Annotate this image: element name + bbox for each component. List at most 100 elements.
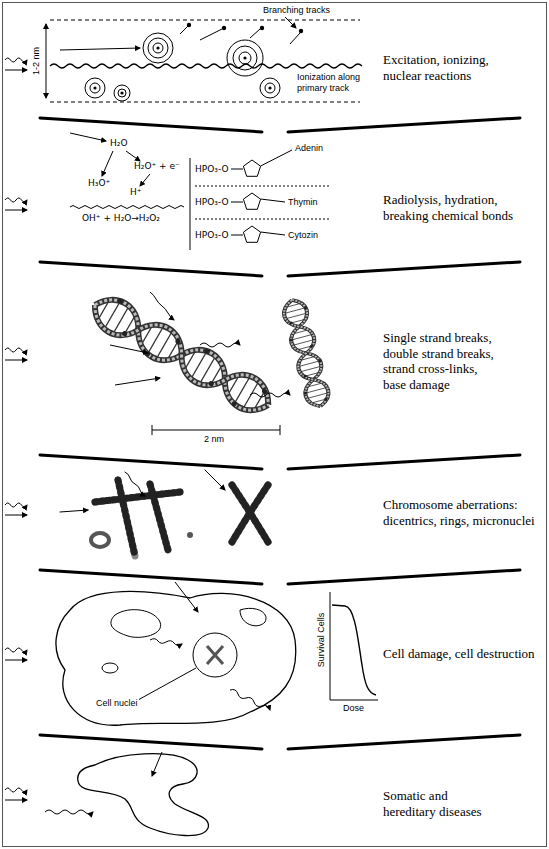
radiolysis-illustration <box>195 186 330 219</box>
chromosome-illustration <box>232 485 268 542</box>
ionization-track-illustration <box>239 52 251 64</box>
dimension-label: 1-2 nm <box>31 47 42 75</box>
incoming-radiation-arrows <box>5 58 27 800</box>
dna-strand-illustration <box>86 289 333 435</box>
funnel-chevron <box>40 735 520 749</box>
chromosome-illustration <box>60 470 268 556</box>
ionization-track-illustration <box>90 83 100 93</box>
chromosome-illustration <box>232 485 268 542</box>
chromosome-illustration <box>232 485 268 542</box>
radiolysis-illustration <box>231 169 243 235</box>
stage-label: Radiolysis, hydration, breaking chemical… <box>383 192 523 223</box>
electron-dot <box>299 29 303 33</box>
chemical-formula: H₃O⁺ <box>88 178 110 189</box>
electron-dot <box>260 26 264 30</box>
cell-illustration <box>230 690 270 711</box>
incoming-radiation-arrows <box>5 58 27 70</box>
funnel-chevron <box>40 455 520 469</box>
radiolysis-illustration <box>140 174 150 186</box>
organism-illustration <box>78 754 209 836</box>
cell-illustration <box>56 582 296 725</box>
ionization-track-illustration <box>227 40 263 76</box>
radiolysis-illustration <box>102 151 113 176</box>
electron-dot <box>187 23 191 27</box>
base-label: Thymin <box>288 197 318 208</box>
ionization-track-illustration <box>153 43 163 53</box>
axis-label: Dose <box>343 703 364 714</box>
ionization-track-illustration <box>85 78 105 98</box>
radiolysis-illustration <box>126 151 140 161</box>
ionization-track-illustration <box>180 26 300 44</box>
cell-illustration <box>102 663 118 673</box>
chromosome-illustration <box>60 510 88 512</box>
ionization-track-illustration <box>60 48 140 50</box>
dna-strand-illustration <box>110 292 290 435</box>
chromosome-illustration <box>95 480 268 556</box>
stage-label: Excitation, ionizing, nuclear reactions <box>383 52 501 83</box>
electron-dot <box>93 86 96 89</box>
stage-label: Chromosome aberrations: dicentrics, ring… <box>383 497 541 528</box>
cell-illustration <box>150 639 182 646</box>
radiolysis-illustration <box>261 150 292 235</box>
incoming-radiation-arrows <box>5 788 27 800</box>
funnel-chevron <box>40 262 520 276</box>
ionization-track-illustration <box>285 17 296 28</box>
molecule-label: HPO₃-O <box>195 197 228 208</box>
chromosome-illustration <box>60 470 225 512</box>
dna-strand-illustration <box>279 297 332 410</box>
base-label: Adenin <box>295 143 323 154</box>
annotation-label: Cell nuclei <box>95 698 139 709</box>
radiolysis-illustration <box>243 160 260 176</box>
chemical-formula: OH⁺ + H₂O→H₂O₂ <box>82 213 160 224</box>
cell-illustration <box>111 610 161 638</box>
chromosome-illustration <box>125 472 145 496</box>
axis-label: Survival Cells <box>316 613 327 668</box>
electron-dot <box>222 26 226 30</box>
ionization-track-illustration <box>50 64 362 68</box>
electron-dot <box>268 86 271 89</box>
ionization-track-illustration <box>46 24 47 98</box>
radiolysis-illustration <box>243 193 260 209</box>
ionization-track-illustration <box>143 33 173 63</box>
incoming-radiation-arrows <box>5 198 27 210</box>
cell-illustration <box>193 633 237 677</box>
chromosome-illustration <box>118 480 135 556</box>
ionization-track-illustration <box>233 46 257 70</box>
chromosome-illustration <box>118 480 135 556</box>
electron-dot <box>243 56 246 59</box>
radiolysis-illustration <box>70 133 330 250</box>
ionization-track-illustration <box>118 89 126 97</box>
survival-curve <box>330 592 378 700</box>
radiolysis-illustration <box>70 206 184 209</box>
dna-strand-illustration <box>150 292 174 320</box>
base-label: Cytozin <box>288 230 318 241</box>
molecule-label: HPO₃-O <box>195 230 228 241</box>
ionization-track-illustration <box>260 78 280 98</box>
organism-illustration <box>45 810 93 814</box>
annotation-label: Branching tracks <box>262 5 331 16</box>
cell-illustration <box>240 608 266 625</box>
funnel-chevron <box>40 570 520 584</box>
radiolysis-illustration <box>190 158 191 250</box>
ionization-track-illustration <box>265 83 275 93</box>
chromosome-illustration <box>95 492 180 502</box>
cell-illustration <box>175 582 198 612</box>
chromosome-illustration <box>187 532 193 538</box>
annotation-label: Ionization along primary track <box>296 72 390 94</box>
dimension-label: 2 nm <box>204 434 224 445</box>
chromosome-illustration <box>232 485 268 542</box>
stage-label: Single strand breaks, double strand brea… <box>383 330 501 392</box>
chromosome-illustration <box>95 480 268 556</box>
chromosome-illustration <box>150 484 168 550</box>
survival-curve <box>330 592 378 700</box>
stage-label: Cell damage, cell destruction <box>383 646 543 662</box>
cell-illustration <box>207 646 223 664</box>
dna-strand-illustration <box>250 393 290 397</box>
chemical-formula: H⁺ <box>130 187 142 198</box>
figure-frame <box>3 3 547 847</box>
ionization-track-illustration <box>148 38 168 58</box>
dna-strand-illustration <box>200 343 240 347</box>
chromosome-illustration <box>95 492 180 502</box>
